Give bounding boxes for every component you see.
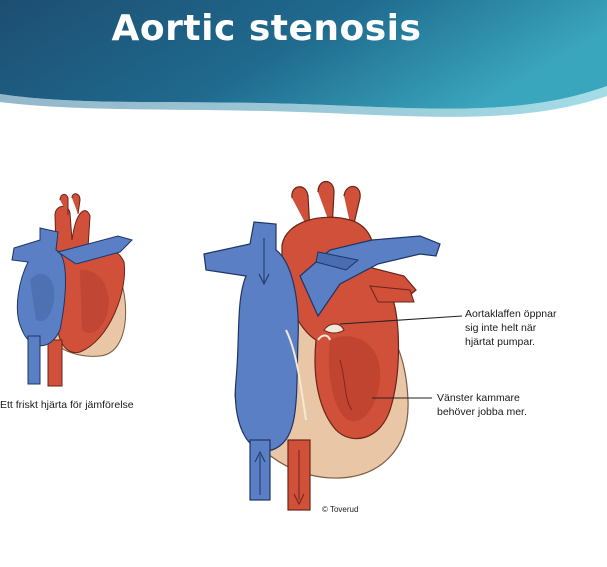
- healthy-heart-caption: Ett friskt hjärta för jämförelse: [0, 399, 134, 411]
- healthy-heart-illustration: [11, 193, 133, 387]
- header-wave: [0, 0, 607, 117]
- heart-illustrations: [11, 180, 463, 511]
- valve-leader-line: [339, 315, 463, 325]
- slide-title: Aortic stenosis: [111, 8, 422, 49]
- slide-header-banner: Aortic stenosis: [0, 0, 607, 130]
- valve-annotation: Aortaklaffen öppnar sig inte helt när hj…: [465, 308, 557, 348]
- ventricle-annotation: Vänster kammare behöver jobba mer.: [437, 392, 527, 418]
- stenosis-heart-illustration: [203, 180, 441, 511]
- image-credit: © Toverud: [322, 505, 359, 514]
